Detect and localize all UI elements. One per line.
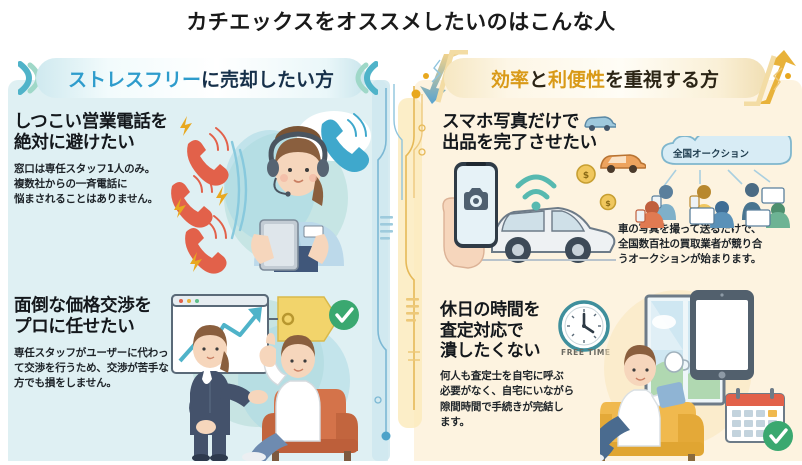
left-card-1-body: 窓口は専任スタッフ1人のみ。 複数社からの一斉電話に 悩まされることはありません… <box>14 162 158 206</box>
svg-text:$: $ <box>605 199 611 208</box>
left-card-2-body: 専任スタッフがユーザーに代わっ て交渉を行うため、交渉が苦手な 方でも損をしませ… <box>14 346 169 390</box>
up-arrow-icon <box>740 50 802 107</box>
free-time-label: FREE TIME <box>561 348 611 357</box>
right-header-rest: を重視する方 <box>605 68 720 91</box>
right-header-accent-1: 効率 <box>490 68 529 91</box>
svg-text:$: $ <box>583 171 589 181</box>
left-card-1-heading: しつこい営業電話を 絶対に避けたい <box>14 112 168 154</box>
right-card-2-body: 何人も査定士を自宅に呼ぶ 必要がなく、自宅にいながら 隙間時間で手続きが完結し … <box>440 370 574 428</box>
relaxing-man-window-illustration <box>580 290 802 465</box>
left-card-2-text: 面倒な価格交渉を プロに任せたい 専任スタッフがユーザーに代わっ て交渉を行うた… <box>14 296 182 391</box>
circuit-divider <box>372 80 428 461</box>
swoosh-right-icon <box>338 60 379 96</box>
right-header-accent-2: 利便性 <box>548 68 606 91</box>
down-arrow-icon <box>416 49 480 106</box>
auction-cloud-badge <box>658 131 800 172</box>
left-header-rest: に売却したい方 <box>201 68 335 91</box>
left-header-accent: ストレスフリー <box>67 68 201 91</box>
right-header-mid: と <box>528 68 548 91</box>
auction-cloud-label: 全国オークション <box>673 149 750 160</box>
right-column-header: 効率と利便性を重視する方 <box>414 49 802 107</box>
phone-camera-car-auction-illustration: $ $ <box>436 156 636 286</box>
auction-bidders-illustration <box>630 166 802 232</box>
operator-headset-tablet-illustration <box>166 106 381 285</box>
left-card-1-text: しつこい営業電話を 絶対に避けたい 窓口は専任スタッフ1人のみ。 複数社からの一… <box>14 112 184 207</box>
presenter-chart-customer-illustration <box>166 285 381 465</box>
small-orange-car-icon <box>598 148 647 178</box>
left-column-header: ストレスフリーに売却したい方 <box>14 58 384 98</box>
right-card-2-text: 休日の時間を 査定対応で 潰したくない 何人も査定士を自宅に呼ぶ 必要がなく、自… <box>440 300 620 430</box>
right-card-2-heading: 休日の時間を 査定対応で 潰したくない <box>440 300 541 362</box>
small-blue-car-icon <box>582 112 618 136</box>
left-header-pill: ストレスフリーに売却したい方 <box>36 58 366 98</box>
right-header-pill: 効率と利便性を重視する方 <box>444 58 766 98</box>
left-card-2-heading: 面倒な価格交渉を プロに任せたい <box>14 296 152 338</box>
wall-clock-icon <box>556 300 612 360</box>
page-title: カチエックスをオススメしたいのはこんな人 <box>186 10 616 34</box>
right-card-1-heading: スマホ写真だけで 出品を完了させたい <box>442 112 597 154</box>
right-card-1-text: スマホ写真だけで 出品を完了させたい <box>442 112 618 155</box>
